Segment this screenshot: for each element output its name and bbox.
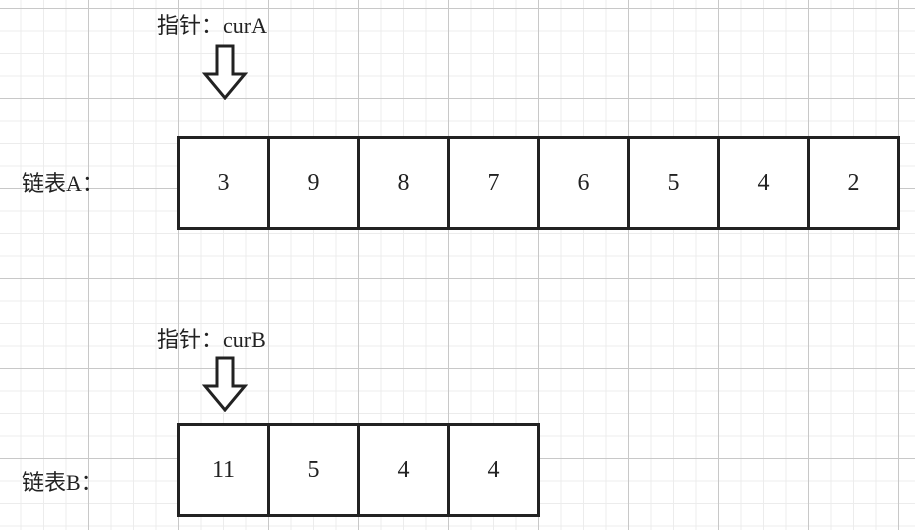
pointer-a-label: 指针：curA	[157, 13, 267, 38]
list-node: 4	[487, 456, 500, 483]
list-a-label: 链表A：	[22, 171, 104, 196]
list-node: 6	[540, 139, 630, 227]
list-node: 2	[847, 169, 860, 196]
list-node: 3	[180, 139, 270, 227]
pointer-b-label: 指针：curB	[157, 327, 266, 352]
list-node: 7	[450, 139, 540, 227]
list-node: 11	[180, 426, 270, 514]
down-arrow-icon	[202, 356, 248, 412]
list-node: 8	[360, 139, 450, 227]
list-node: 5	[270, 426, 360, 514]
list-node: 4	[720, 139, 810, 227]
list-node: 5	[630, 139, 720, 227]
list-node: 4	[360, 426, 450, 514]
list-b-label: 链表B：	[22, 470, 103, 495]
list-node: 9	[270, 139, 360, 227]
down-arrow-icon	[202, 44, 248, 100]
